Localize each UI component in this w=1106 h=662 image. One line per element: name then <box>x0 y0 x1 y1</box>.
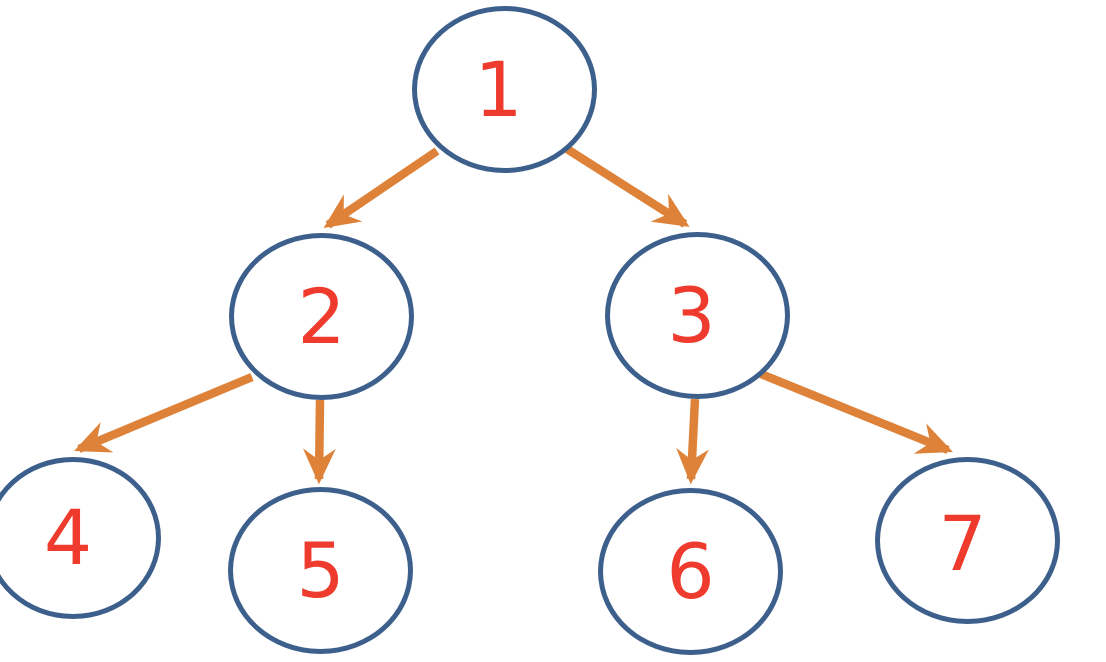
node-label: 4 <box>43 493 93 582</box>
tree-node-3: 3 <box>605 232 790 399</box>
node-label: 7 <box>938 498 987 588</box>
tree-node-5: 5 <box>228 487 413 654</box>
node-label: 2 <box>297 271 346 361</box>
edge-1-2 <box>323 147 440 229</box>
node-label: 6 <box>666 526 715 616</box>
node-label: 1 <box>474 44 523 134</box>
tree-node-7: 7 <box>875 457 1060 624</box>
tree-node-1: 1 <box>412 6 597 173</box>
edge-2-4 <box>74 373 254 453</box>
tree-node-6: 6 <box>598 488 783 655</box>
edge-3-7 <box>759 370 953 454</box>
node-label: 3 <box>667 270 716 360</box>
edge-3-6 <box>676 398 709 485</box>
edge-1-3 <box>564 145 690 228</box>
node-label: 5 <box>296 525 345 615</box>
edge-2-5 <box>302 399 336 485</box>
tree-node-4: 4 <box>0 457 161 619</box>
tree-node-2: 2 <box>229 233 414 400</box>
